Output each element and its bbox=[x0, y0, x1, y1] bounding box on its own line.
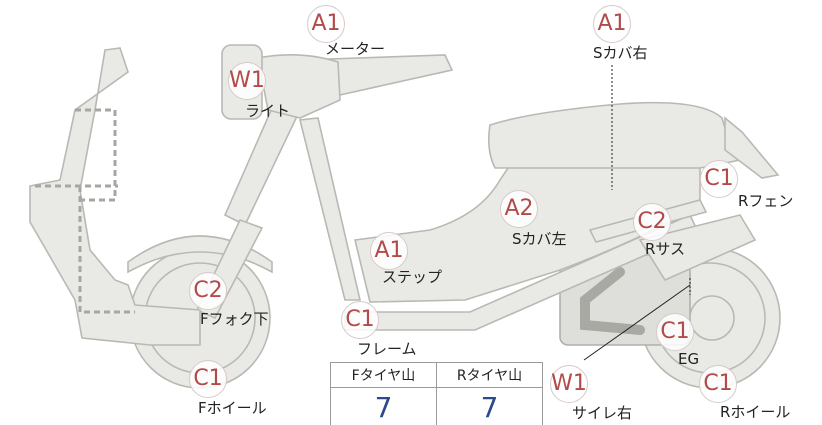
muffler-right-leader bbox=[583, 284, 691, 361]
rear-shock-shape bbox=[638, 214, 757, 282]
marker-frame-label: フレーム bbox=[357, 340, 417, 358]
marker-engine-grade: C1 bbox=[656, 313, 694, 351]
front-tire-value: 7 bbox=[330, 387, 437, 425]
marker-s-cover-left-grade: A2 bbox=[500, 190, 538, 228]
meter-housing-shape bbox=[257, 54, 341, 119]
marker-light-grade: W1 bbox=[228, 62, 266, 100]
marker-front-wheel-grade: C1 bbox=[189, 360, 227, 398]
front-tire-header: Fタイヤ山 bbox=[330, 362, 437, 388]
muffler-pipe-shape bbox=[580, 267, 645, 335]
tire-tread-table: Fタイヤ山 Rタイヤ山 7 7 bbox=[330, 362, 543, 425]
marker-frame-grade: C1 bbox=[341, 301, 379, 339]
marker-step-grade: A1 bbox=[370, 232, 408, 270]
marker-rear-fender-label: Rフェン bbox=[738, 192, 794, 210]
marker-rear-wheel-grade: C1 bbox=[699, 365, 737, 403]
marker-s-cover-left-label: Sカバ左 bbox=[512, 230, 567, 248]
marker-muffler-right-grade: W1 bbox=[550, 365, 588, 403]
marker-rear-fender-grade: C1 bbox=[700, 160, 738, 198]
seat-shape bbox=[488, 101, 742, 169]
rear-fender-shape bbox=[724, 116, 780, 179]
frame-upper-shape bbox=[299, 117, 362, 301]
marker-engine-label: EG bbox=[678, 350, 700, 368]
marker-rear-suspension-grade: C2 bbox=[633, 203, 671, 241]
marker-front-wheel-label: Fホイール bbox=[198, 399, 267, 417]
marker-meter-label: メーター bbox=[325, 40, 386, 58]
marker-front-fork-label: Fフォク下 bbox=[200, 310, 269, 328]
marker-meter-grade: A1 bbox=[307, 5, 345, 43]
leg-shield-dashed-lower bbox=[35, 184, 135, 314]
marker-muffler-right-label: サイレ右 bbox=[572, 404, 633, 422]
marker-s-cover-right-label: Sカバ右 bbox=[593, 44, 648, 62]
marker-rear-suspension-label: Rサス bbox=[645, 240, 686, 258]
marker-light-label: ライト bbox=[245, 102, 291, 120]
rear-tire-header: Rタイヤ山 bbox=[436, 362, 543, 388]
marker-s-cover-right-grade: A1 bbox=[593, 5, 631, 43]
marker-rear-wheel-label: Rホイール bbox=[720, 403, 791, 421]
leg-shield-dashed-upper bbox=[75, 108, 117, 202]
marker-front-fork-grade: C2 bbox=[189, 272, 227, 310]
rear-hub-shape bbox=[689, 295, 735, 341]
marker-step-label: ステップ bbox=[382, 268, 443, 286]
rear-tire-value: 7 bbox=[436, 387, 543, 425]
